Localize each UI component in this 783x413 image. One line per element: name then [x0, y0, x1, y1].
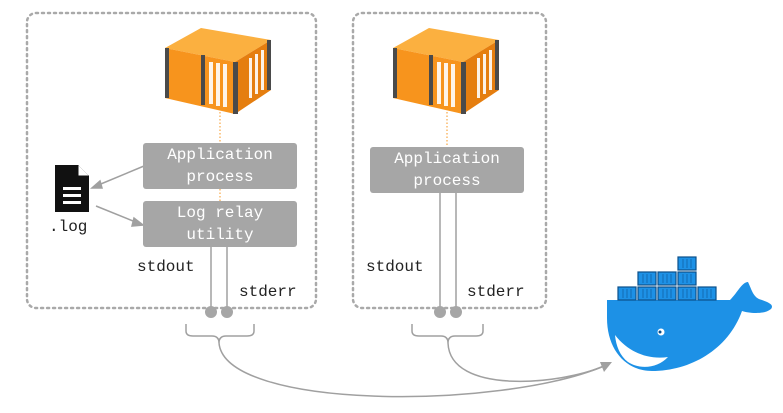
left-brace [185, 324, 255, 344]
log-relay-utility-box: Log relay utility [143, 201, 297, 247]
arrowhead [90, 179, 103, 189]
left-stderr-label: stderr [239, 283, 297, 301]
docker-whale-icon [607, 256, 772, 371]
left-stdout-label: stdout [137, 258, 195, 276]
stdout-port [434, 306, 446, 318]
relay-label-line1: Log relay [176, 204, 264, 222]
process-label-line1: Application [394, 150, 500, 168]
right-stdout-label: stdout [366, 258, 424, 276]
relay-label-line2: utility [186, 226, 254, 244]
app-to-file-arrow [95, 165, 145, 187]
process-label-line2: process [413, 172, 481, 190]
process-label-line2: process [186, 168, 254, 186]
file-to-relay-arrow [95, 205, 139, 224]
shipping-container-icon [393, 28, 499, 114]
arrowhead [131, 216, 145, 227]
right-stderr-label: stderr [467, 283, 525, 301]
right-brace [411, 324, 484, 344]
log-file-label: .log [49, 218, 88, 236]
stderr-port [450, 306, 462, 318]
shipping-container-icon [165, 28, 271, 114]
right-to-docker-arrow [447, 342, 605, 383]
document-file-icon [55, 165, 89, 212]
process-label-line1: Application [167, 146, 273, 164]
stdout-port [205, 306, 217, 318]
right-application-process-box: Application process [370, 147, 524, 193]
stderr-port [221, 306, 233, 318]
docker-arrowhead [600, 362, 612, 372]
left-to-docker-arrow [218, 342, 605, 398]
left-application-process-box: Application process [143, 143, 297, 189]
